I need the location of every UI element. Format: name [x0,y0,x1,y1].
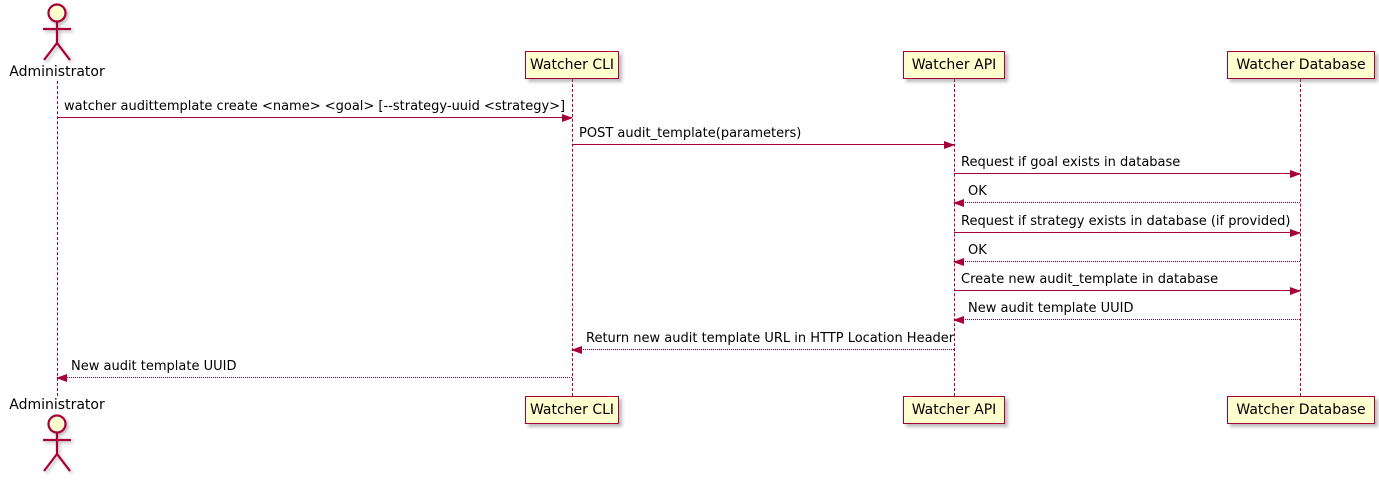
actor-label-top: Administrator [9,64,105,80]
message-4: OK [953,183,1300,207]
message-2: POST audit_template(parameters) [572,125,955,149]
arrowhead-right-icon [944,141,955,149]
message-6-line [954,261,1300,262]
participant-label: Watcher CLI [529,57,615,73]
participant-label: Watcher API [911,402,997,418]
lifeline-administrator [57,81,58,396]
arrowhead-left-icon [953,199,964,207]
participant-watcher-cli-top: Watcher CLI [525,51,619,79]
arrowhead-left-icon [571,346,582,354]
message-3-line [954,173,1300,174]
message-6-label: OK [968,243,987,258]
message-7-label: Create new audit_template in database [961,272,1219,287]
message-9-label: Return new audit template URL in HTTP Lo… [586,331,955,346]
message-5-line [954,232,1300,233]
lifeline-watcher-api [954,79,955,396]
participant-watcher-api-top: Watcher API [903,51,1005,79]
message-7: Create new audit_template in database [954,271,1301,295]
actor-label-bottom: Administrator [9,397,105,413]
message-6: OK [953,242,1300,266]
message-4-line [954,202,1300,203]
participant-watcher-api-bottom: Watcher API [903,396,1005,424]
participant-watcher-database-top: Watcher Database [1227,51,1375,79]
message-7-line [954,290,1300,291]
message-2-line [572,144,954,145]
message-8-label: New audit template UUID [968,301,1134,316]
message-1-label: watcher audittemplate create <name> <goa… [64,99,566,114]
message-10: New audit template UUID [56,358,572,382]
message-9-line [572,349,954,350]
message-1: watcher audittemplate create <name> <goa… [57,98,573,122]
message-3: Request if goal exists in database [954,154,1301,178]
arrowhead-right-icon [1290,229,1301,237]
message-2-label: POST audit_template(parameters) [579,126,802,141]
actor-icon [43,414,71,472]
message-10-label: New audit template UUID [71,359,237,374]
participant-watcher-cli-bottom: Watcher CLI [525,396,619,424]
arrowhead-right-icon [1290,287,1301,295]
arrowhead-left-icon [953,258,964,266]
lifeline-watcher-database [1300,79,1301,396]
message-9: Return new audit template URL in HTTP Lo… [571,330,955,354]
message-5: Request if strategy exists in database (… [954,213,1301,237]
arrowhead-right-icon [562,114,573,122]
arrowhead-right-icon [1290,170,1301,178]
participant-label: Watcher Database [1236,402,1366,418]
message-4-label: OK [968,184,987,199]
participant-label: Watcher Database [1236,57,1366,73]
arrowhead-left-icon [56,374,67,382]
actor-icon [43,3,71,61]
message-8: New audit template UUID [953,300,1300,324]
participant-watcher-database-bottom: Watcher Database [1227,396,1375,424]
lifeline-watcher-cli [572,79,573,396]
participant-label: Watcher API [911,57,997,73]
message-5-label: Request if strategy exists in database (… [961,214,1291,229]
message-1-line [57,117,572,118]
participant-label: Watcher CLI [529,402,615,418]
message-3-label: Request if goal exists in database [961,155,1181,170]
arrowhead-left-icon [953,316,964,324]
message-10-line [57,377,572,378]
message-8-line [954,319,1300,320]
